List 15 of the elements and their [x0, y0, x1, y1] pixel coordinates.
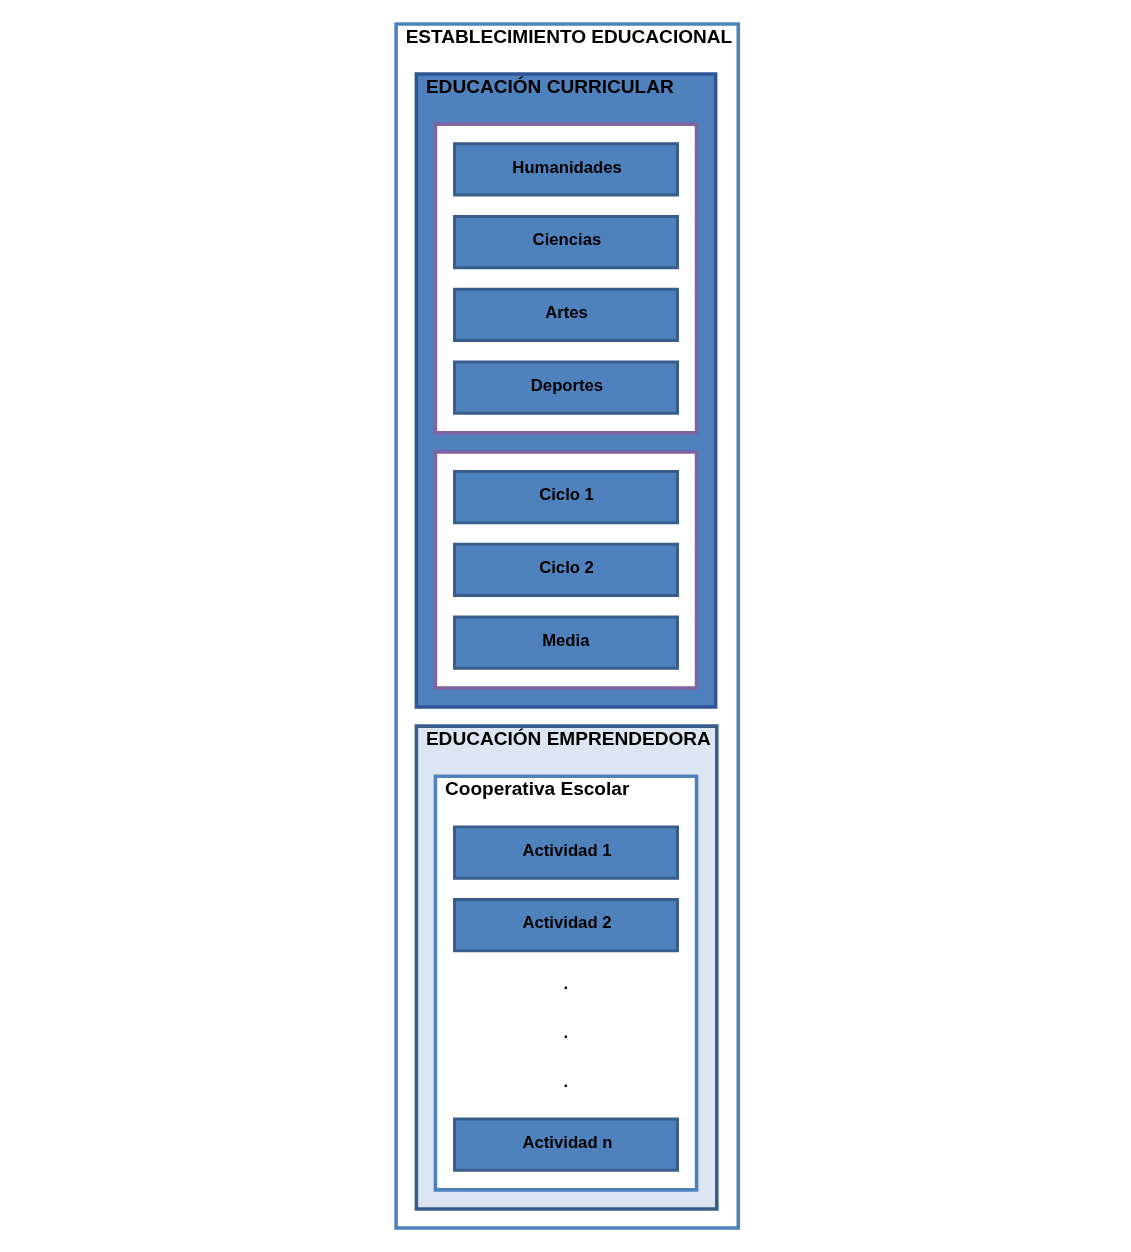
- node-box: Media: [452, 615, 679, 670]
- label: .: [563, 974, 568, 994]
- node-box: Ciclo 2: [452, 542, 679, 598]
- node-box: Deportes: [452, 360, 679, 415]
- node-box: Artes: [452, 287, 679, 342]
- node-box: Ciclo 1: [452, 470, 679, 525]
- node-box: Humanidades: [452, 142, 679, 197]
- label: .: [563, 1023, 568, 1043]
- node-box: Actividad 2: [452, 898, 679, 953]
- node-box: Actividad 1: [452, 825, 679, 880]
- node-box: Actividad n: [452, 1117, 679, 1172]
- cluster: [433, 450, 698, 690]
- cluster: [433, 122, 698, 435]
- node-box: Ciencias: [452, 215, 679, 270]
- label: .: [563, 1072, 568, 1092]
